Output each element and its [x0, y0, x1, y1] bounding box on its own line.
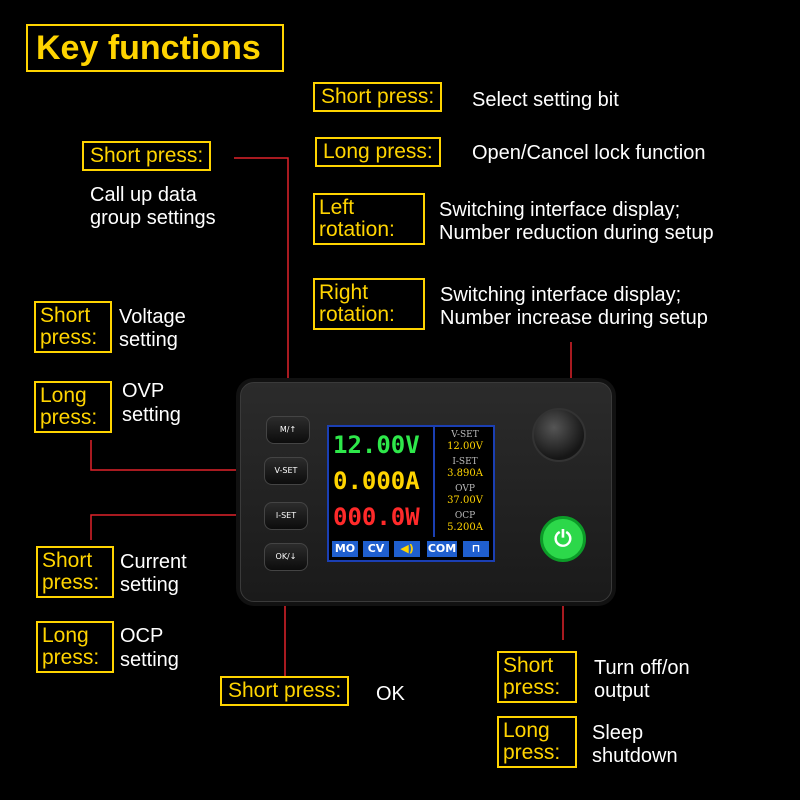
vset-short-desc-1: Voltage [119, 306, 186, 328]
side-ovp-value: 37.00V [447, 495, 483, 506]
power-long-press-label: Long press: [497, 716, 577, 769]
knob-long-press-desc: Open/Cancel lock function [472, 142, 706, 164]
ok-down-button[interactable]: OK/↓ [264, 543, 308, 571]
power-short-desc-1: Turn off/on [594, 657, 690, 679]
vset-long-desc-1: OVP [122, 380, 165, 402]
side-vset-label: V-SET [451, 430, 479, 440]
side-ocp-label: OCP [454, 511, 476, 521]
status-cv: CV [363, 541, 389, 557]
power-reading: 000.0W [333, 503, 420, 531]
mode-up-button[interactable]: M/↑ [266, 416, 310, 444]
left-rotation-desc-1: Switching interface display; [439, 199, 681, 221]
power-short-desc-2: output [594, 680, 650, 702]
ok-short-press-desc: OK [376, 683, 405, 705]
iset-short-line-2: press: [42, 571, 100, 595]
side-ocp: OCP 5.200A [437, 510, 493, 534]
line-vset-button [90, 440, 262, 471]
vset-button[interactable]: V-SET [264, 457, 308, 485]
left-rotation-desc-2: Number reduction during setup [439, 222, 714, 244]
side-iset: I-SET 3.890A [437, 456, 493, 480]
vset-long-line-2: press: [40, 406, 98, 430]
mode-short-press-desc-2: group settings [90, 207, 216, 229]
iset-short-press-label: Short press: [36, 546, 114, 599]
line-mode-button [234, 157, 289, 418]
rotary-encoder-knob[interactable] [532, 408, 586, 462]
iset-long-desc-2: setting [120, 649, 179, 671]
current-reading: 0.000A [333, 467, 420, 495]
page-title: Key functions [26, 24, 284, 72]
status-mode: MO [332, 541, 358, 557]
iset-short-desc-1: Current [120, 551, 187, 573]
side-iset-label: I-SET [452, 457, 478, 467]
left-rotation-line-1: Left [319, 196, 355, 219]
right-rotation-line-1: Right [319, 281, 369, 304]
iset-button[interactable]: I-SET [264, 502, 308, 530]
status-com: COM [427, 541, 457, 557]
lcd-screen: 12.00V 0.000A 000.0W V-SET 12.00V I-SET … [327, 425, 495, 562]
mode-short-press-label: Short press: [82, 141, 212, 172]
side-ovp: OVP 37.00V [437, 483, 493, 507]
power-long-line-1: Long [503, 719, 550, 742]
line-iset-button [90, 514, 262, 540]
vset-short-press-label: Short press: [34, 301, 112, 354]
right-rotation-label: Right rotation: [313, 278, 425, 331]
knob-short-press-desc: Select setting bit [472, 89, 619, 111]
mode-short-press-desc-1: Call up data [90, 184, 197, 206]
vset-long-desc-2: setting [122, 404, 181, 426]
side-ocp-value: 5.200A [447, 522, 483, 533]
iset-short-line-1: Short [42, 549, 93, 572]
right-rotation-line-2: rotation: [319, 303, 395, 327]
speaker-icon: ◀) [394, 541, 420, 557]
voltage-reading: 12.00V [333, 431, 420, 459]
right-rotation-desc-2: Number increase during setup [440, 307, 708, 329]
left-rotation-label: Left rotation: [313, 193, 425, 246]
vset-long-line-1: Long [40, 384, 87, 407]
vset-short-line-1: Short [40, 304, 91, 327]
iset-long-line-2: press: [42, 646, 100, 670]
power-long-desc-2: shutdown [592, 745, 678, 767]
left-rotation-line-2: rotation: [319, 218, 395, 242]
side-iset-value: 3.890A [447, 468, 483, 479]
power-short-line-2: press: [503, 676, 561, 700]
knob-short-press-label: Short press: [313, 82, 443, 113]
screen-divider [433, 427, 435, 537]
right-rotation-desc-1: Switching interface display; [440, 284, 682, 306]
iset-long-line-1: Long [42, 624, 89, 647]
iset-short-desc-2: setting [120, 574, 179, 596]
ok-short-press-label: Short press: [220, 676, 350, 707]
power-long-line-2: press: [503, 741, 561, 765]
power-short-press-label: Short press: [497, 651, 577, 704]
power-icon[interactable]: ⏻ [540, 516, 586, 562]
power-short-line-1: Short [503, 654, 554, 677]
vset-short-desc-2: setting [119, 329, 178, 351]
iset-long-press-label: Long press: [36, 621, 114, 674]
lock-icon: ⊓ [463, 541, 489, 557]
iset-long-desc-1: OCP [120, 625, 164, 647]
vset-long-press-label: Long press: [34, 381, 112, 434]
power-long-desc-1: Sleep [592, 722, 644, 744]
knob-long-press-label: Long press: [315, 137, 441, 168]
vset-short-line-2: press: [40, 326, 98, 350]
side-vset-value: 12.00V [447, 441, 483, 452]
side-ovp-label: OVP [455, 484, 475, 494]
side-vset: V-SET 12.00V [437, 429, 493, 453]
